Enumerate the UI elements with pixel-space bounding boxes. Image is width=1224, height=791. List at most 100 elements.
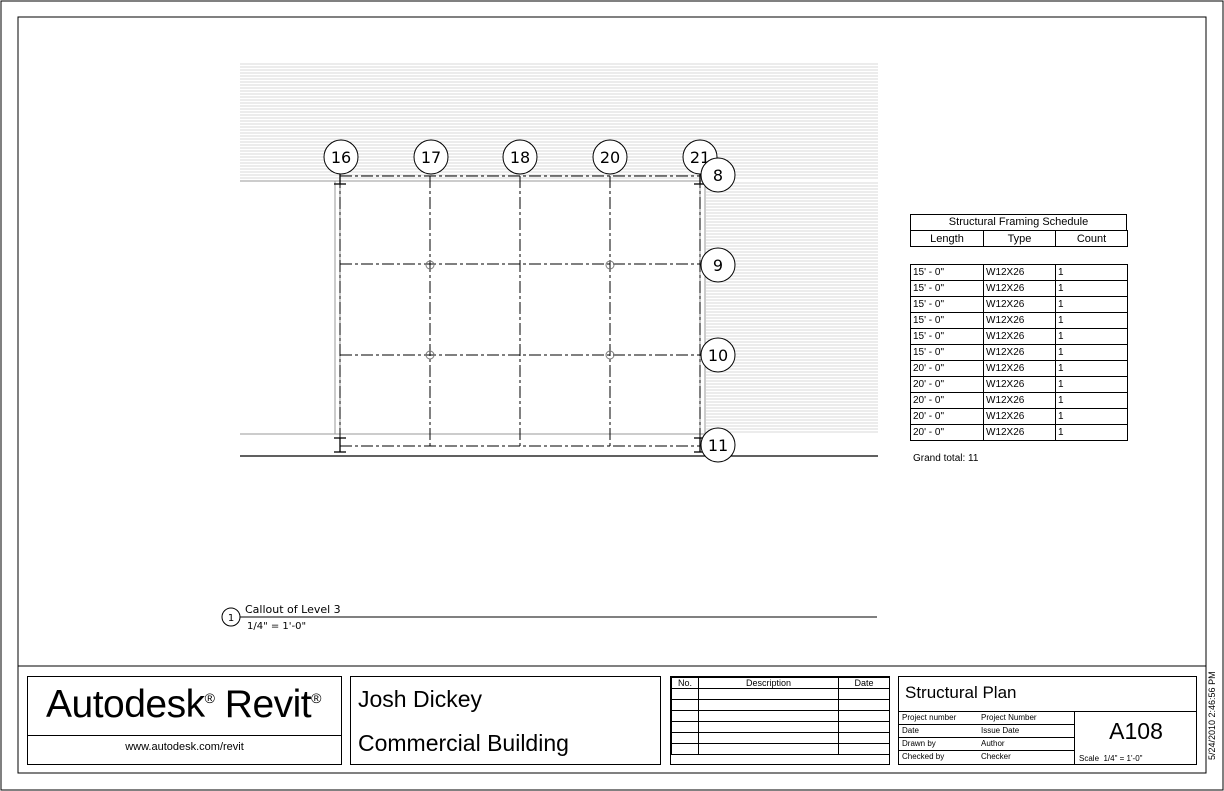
field-label: Project number xyxy=(902,713,957,722)
grid-label: 20 xyxy=(600,148,620,167)
logo-registered-mark: ® xyxy=(311,690,321,706)
schedule-cell-length: 15' - 0" xyxy=(910,264,984,281)
revision-cell xyxy=(671,743,699,755)
schedule-cell-count: 1 xyxy=(1055,312,1128,329)
field-value: Checker xyxy=(981,752,1011,761)
schedule-cell-length: 20' - 0" xyxy=(910,424,984,441)
view-scale-text: 1/4" = 1'-0" xyxy=(247,621,306,632)
revision-cell xyxy=(671,710,699,722)
grid-bubble: 18 xyxy=(502,139,538,175)
schedule-cell-count: 1 xyxy=(1055,296,1128,313)
revision-row xyxy=(671,721,890,733)
revision-row xyxy=(671,743,890,755)
logo-registered-mark: ® xyxy=(204,690,215,706)
schedule-cell-count: 1 xyxy=(1055,424,1128,441)
schedule-cell-type: W12X26 xyxy=(983,376,1056,393)
schedule-col-length: Length xyxy=(910,230,984,247)
schedule-cell-type: W12X26 xyxy=(983,312,1056,329)
revision-cell xyxy=(838,699,890,711)
floor-hatch-right xyxy=(706,182,878,433)
schedule-header: Length Type Count xyxy=(910,230,1128,247)
schedule-cell-length: 20' - 0" xyxy=(910,392,984,409)
sheet-number: A108 xyxy=(1109,718,1163,744)
revision-panel: No. Description Date xyxy=(670,676,890,765)
grid-bubble: 9 xyxy=(700,247,736,283)
schedule-cell-count: 1 xyxy=(1055,392,1128,409)
grid-label: 18 xyxy=(510,148,530,167)
revision-cell xyxy=(838,710,890,722)
revision-cell xyxy=(671,732,699,744)
grid-label: 8 xyxy=(713,166,723,185)
schedule-cell-count: 1 xyxy=(1055,376,1128,393)
schedule-cell-length: 20' - 0" xyxy=(910,376,984,393)
revision-cell xyxy=(671,721,699,733)
grid-label: 9 xyxy=(713,256,723,275)
logo-word-autodesk: Autodesk xyxy=(46,683,205,726)
schedule-cell-length: 15' - 0" xyxy=(910,344,984,361)
schedule-cell-count: 1 xyxy=(1055,344,1128,361)
grid-bubbles-vertical: 16 17 18 20 21 xyxy=(323,139,718,175)
autodesk-revit-logo: Autodesk® Revit® xyxy=(46,683,321,727)
schedule-cell-length: 20' - 0" xyxy=(910,408,984,425)
revision-row xyxy=(671,710,890,722)
grid-bubble: 20 xyxy=(592,139,628,175)
grid-label: 17 xyxy=(421,148,441,167)
revision-cell xyxy=(838,743,890,755)
schedule-cell-length: 15' - 0" xyxy=(910,328,984,345)
schedule-cell-length: 20' - 0" xyxy=(910,360,984,377)
schedule-cell-count: 1 xyxy=(1055,280,1128,297)
revision-cell xyxy=(698,721,839,733)
project-name: Commercial Building xyxy=(358,730,569,756)
revision-col-description: Description xyxy=(698,677,839,689)
revision-row xyxy=(671,688,890,700)
schedule-cell-length: 15' - 0" xyxy=(910,280,984,297)
schedule-cell-type: W12X26 xyxy=(983,360,1056,377)
revision-row xyxy=(671,732,890,744)
sheet-scale: Scale 1/4" = 1'-0" xyxy=(1079,754,1142,763)
revision-cell xyxy=(838,721,890,733)
titleblock-field-row: Date Issue Date xyxy=(899,724,1074,738)
schedule-cell-type: W12X26 xyxy=(983,328,1056,345)
schedule-cell-count: 1 xyxy=(1055,408,1128,425)
schedule-col-count: Count xyxy=(1055,230,1128,247)
schedule-cell-type: W12X26 xyxy=(983,264,1056,281)
revision-cell xyxy=(698,743,839,755)
grid-bubble: 16 xyxy=(323,139,359,175)
sheet-number-box: A108 Scale 1/4" = 1'-0" xyxy=(1074,711,1197,765)
view-callout-number: 1 xyxy=(228,613,234,624)
grid-label: 11 xyxy=(708,436,728,455)
schedule-grand-total: Grand total: 11 xyxy=(913,453,979,464)
schedule-cell-count: 1 xyxy=(1055,328,1128,345)
revision-cell xyxy=(671,688,699,700)
field-value: Author xyxy=(981,739,1005,748)
schedule-cell-count: 1 xyxy=(1055,264,1128,281)
grid-bubble: 17 xyxy=(413,139,449,175)
logo-url: www.autodesk.com/revit xyxy=(125,741,244,753)
logo-panel: Autodesk® Revit® www.autodesk.com/revit xyxy=(27,676,342,765)
schedule-col-type: Type xyxy=(983,230,1056,247)
grid-bubble: 10 xyxy=(700,337,736,373)
revision-col-no: No. xyxy=(671,677,699,689)
revision-cell xyxy=(698,732,839,744)
schedule-title: Structural Framing Schedule xyxy=(910,214,1127,231)
field-label: Date xyxy=(902,726,919,735)
logo-word-revit: Revit xyxy=(214,683,312,726)
print-timestamp: 5/24/2010 2:46:56 PM xyxy=(1207,671,1217,760)
revision-cell xyxy=(671,699,699,711)
revision-cell xyxy=(838,688,890,700)
schedule-cell-type: W12X26 xyxy=(983,280,1056,297)
revision-cell xyxy=(698,688,839,700)
grid-label: 21 xyxy=(690,148,710,167)
